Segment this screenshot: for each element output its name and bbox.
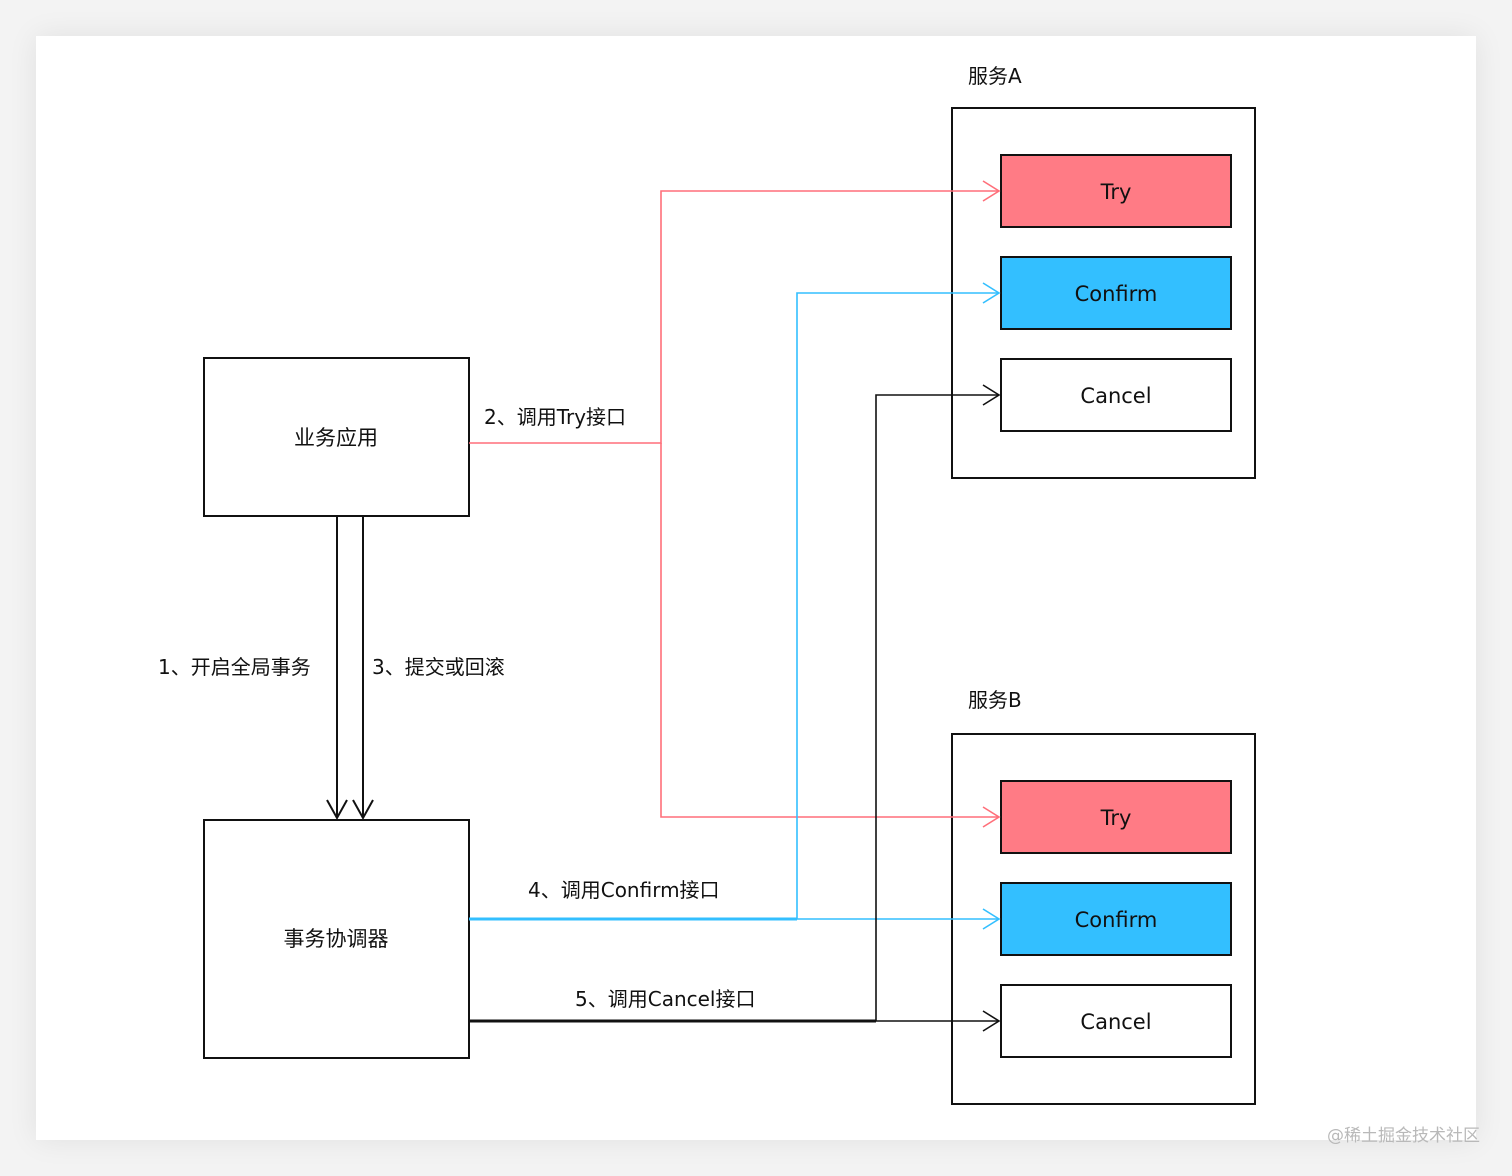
service-a-cancel-label: Cancel — [1080, 384, 1151, 408]
service-b-cancel-label: Cancel — [1080, 1010, 1151, 1034]
step5-cancel-connector — [469, 384, 1001, 1032]
service-b-confirm-box — [1000, 882, 1232, 956]
step1-arrow — [326, 516, 348, 821]
service-a-confirm-label: Confirm — [1075, 282, 1158, 306]
service-b-try-box — [1000, 780, 1232, 854]
step5-label: 5、调用Cancel接口 — [575, 987, 755, 1011]
step2-try-connector — [469, 180, 1001, 828]
service-b-title: 服务B — [968, 688, 1022, 712]
step2-label: 2、调用Try接口 — [484, 405, 626, 429]
coordinator-label: 事务协调器 — [284, 927, 389, 951]
service-a-confirm-box — [1000, 256, 1232, 330]
service-b-cancel-box — [1000, 984, 1232, 1058]
step4-label: 4、调用Confirm接口 — [528, 878, 720, 902]
service-a-cancel-box — [1000, 358, 1232, 432]
step4-confirm-connector — [469, 282, 1001, 930]
service-a-try-box — [1000, 154, 1232, 228]
coordinator-box — [203, 819, 470, 1059]
service-b-try-label: Try — [1100, 806, 1132, 830]
service-a-try-label: Try — [1100, 180, 1132, 204]
step1-label: 1、开启全局事务 — [158, 655, 311, 679]
business-app-label: 业务应用 — [294, 426, 378, 450]
service-a-title: 服务A — [968, 64, 1022, 88]
step3-label: 3、提交或回滚 — [372, 655, 505, 679]
watermark: @稀土掘金技术社区 — [1327, 1126, 1480, 1146]
step3-arrow — [352, 516, 374, 821]
business-app-box — [203, 357, 470, 517]
service-b-confirm-label: Confirm — [1075, 908, 1158, 932]
